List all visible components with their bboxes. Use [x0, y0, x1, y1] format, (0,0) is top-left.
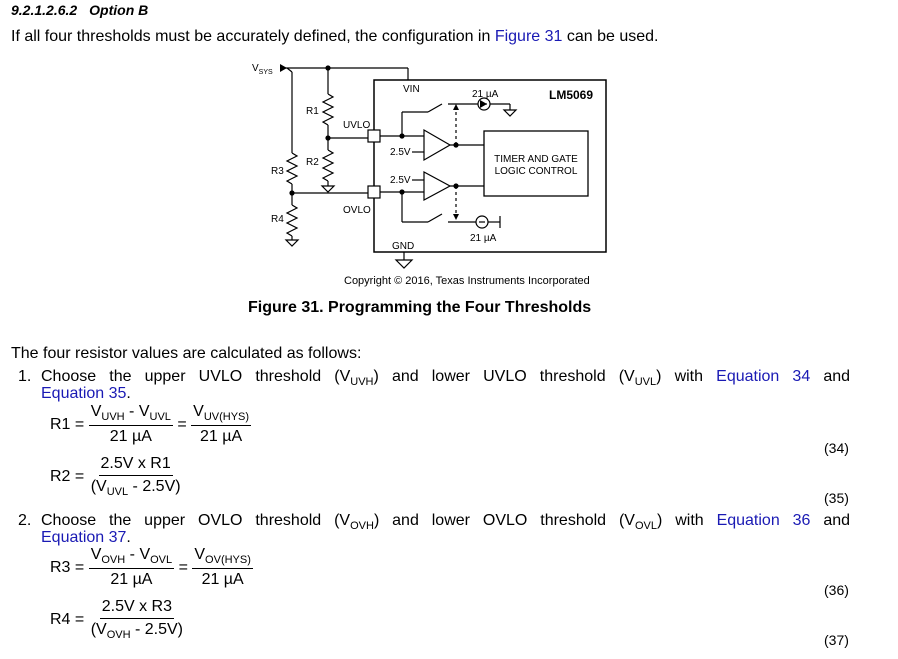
vin-pin-label: VIN — [403, 84, 420, 95]
upper-reference-label: 2.5V — [390, 147, 411, 158]
ovlo-pin-label: OVLO — [343, 205, 371, 216]
equation-36-link[interactable]: Equation 36 — [716, 512, 811, 529]
lower-current-label: 21 µA — [470, 233, 497, 244]
r4-label: R4 — [271, 214, 284, 225]
intro-paragraph: If all four thresholds must be accuratel… — [11, 28, 659, 45]
body-lead: The four resistor values are calculated … — [11, 345, 362, 362]
section-heading: 9.2.1.2.6.2 Option B — [11, 2, 148, 18]
circuit-diagram: VSYS R1 R2 R3 R4 VIN UVLO OVLO GND 2.5V … — [252, 63, 607, 269]
figure-caption: Figure 31. Programming the Four Threshol… — [248, 299, 592, 316]
vsys-label: VSYS — [252, 63, 273, 76]
logic-block-line-2: LOGIC CONTROL — [495, 166, 578, 177]
list-item-2-number: 2. — [18, 512, 32, 529]
equation-35-link[interactable]: Equation 35 — [41, 385, 127, 402]
gnd-pin-label: GND — [392, 241, 414, 252]
list-item-2-text: Choose the upper OVLO threshold (VOVH) a… — [41, 512, 851, 533]
list-item-1-text: Choose the upper UVLO threshold (VUVH) a… — [41, 368, 851, 389]
logic-block-line-1: TIMER AND GATE — [494, 154, 578, 165]
equation-35-number: (35) — [824, 490, 849, 506]
equation-34-link[interactable]: Equation 34 — [716, 368, 811, 385]
chip-name: LM5069 — [549, 88, 593, 102]
list-item-2-continuation: Equation 37. — [41, 529, 131, 546]
equation-34-number: (34) — [824, 440, 849, 456]
lower-switch-arrow — [453, 214, 459, 220]
figure-copyright: Copyright © 2016, Texas Instruments Inco… — [344, 275, 590, 287]
r2-label: R2 — [306, 157, 319, 168]
section-title: Option B — [89, 2, 149, 18]
uvlo-pin-label: UVLO — [343, 120, 370, 131]
upper-switch-arrow — [453, 104, 459, 110]
r1-label: R1 — [306, 106, 319, 117]
equation-37: R4 = 2.5V x R3(VOVH - 2.5V) — [50, 598, 184, 642]
list-item-1-continuation: Equation 35. — [41, 385, 131, 402]
equation-36-number: (36) — [824, 582, 849, 598]
r3-label: R3 — [271, 166, 284, 177]
upper-current-arrow — [480, 100, 487, 108]
equation-35: R2 = 2.5V x R1(VUVL - 2.5V) — [50, 455, 181, 499]
equation-37-number: (37) — [824, 632, 849, 648]
figure-31-link[interactable]: Figure 31 — [494, 28, 563, 45]
section-number: 9.2.1.2.6.2 — [11, 2, 78, 18]
lower-reference-label: 2.5V — [390, 175, 411, 186]
upper-current-label: 21 µA — [472, 89, 499, 100]
equation-37-link[interactable]: Equation 37 — [41, 529, 127, 546]
list-item-1-number: 1. — [18, 368, 32, 385]
